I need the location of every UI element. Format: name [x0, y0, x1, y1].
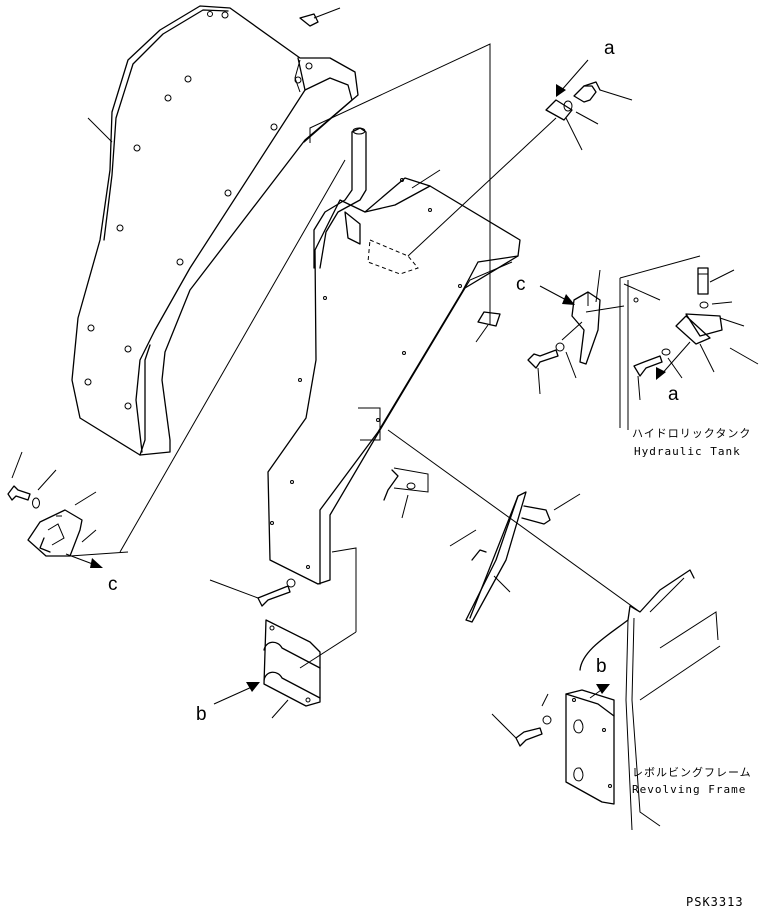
clip-center	[475, 311, 501, 343]
hydraulic-tank	[619, 255, 701, 430]
caption-revolving-frame-en: Revolving Frame	[632, 783, 746, 796]
label-c-right: c	[516, 274, 526, 295]
caption-hydraulic-tank-en: Hydraulic Tank	[634, 445, 741, 458]
label-a-top: a	[604, 38, 615, 59]
drawing-code: PSK3313	[686, 895, 744, 909]
label-a-right: a	[668, 384, 679, 405]
revolving-frame	[491, 569, 721, 831]
label-b-frame: b	[596, 656, 607, 677]
bracket-b	[213, 619, 357, 719]
rivet-top	[299, 7, 341, 27]
bracket-c-left	[7, 451, 129, 568]
stay-bar	[449, 491, 581, 623]
caption-revolving-frame-jp: レボルビングフレーム	[632, 765, 752, 779]
bolt-washer-center	[209, 547, 357, 632]
caption-hydraulic-tank-jp: ハイドロリックタンク	[632, 427, 751, 440]
label-c-left: c	[108, 574, 118, 595]
fixture-a-top	[407, 59, 633, 257]
bracket-c-right	[527, 269, 625, 395]
fender-cover	[71, 5, 359, 456]
fixture-a-right	[633, 267, 759, 401]
label-b-bottom: b	[196, 704, 207, 725]
fender-bolt-holes	[84, 11, 313, 410]
lock-plate	[358, 407, 641, 613]
inner-cover	[267, 127, 521, 585]
